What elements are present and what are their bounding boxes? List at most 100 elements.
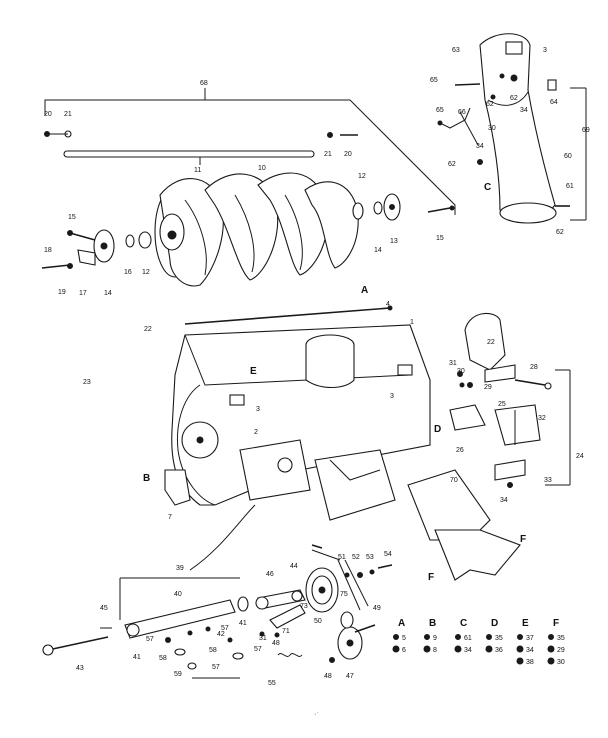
callout-63: 63	[452, 47, 460, 54]
callout-61: 61	[566, 183, 574, 190]
callout-15: 15	[68, 214, 76, 221]
hardware-key-letter: F	[553, 618, 559, 629]
hardware-key-part-label: 37	[526, 635, 534, 642]
auger-shaft	[63, 150, 315, 158]
callout-65: 65	[430, 77, 438, 84]
callout-22: 22	[487, 339, 495, 346]
hardware-key-part-mark	[547, 657, 555, 665]
letter-d: D	[434, 424, 441, 435]
callout-33: 33	[544, 477, 552, 484]
callout-34: 34	[476, 143, 484, 150]
discharge-chute	[437, 33, 587, 224]
callout-25: 25	[498, 401, 506, 408]
callout-17: 17	[79, 290, 87, 297]
callout-46: 46	[266, 571, 274, 578]
hardware-key-part-mark	[424, 634, 430, 640]
callout-21: 21	[324, 151, 332, 158]
letter-c: C	[484, 182, 491, 193]
callout-4: 4	[386, 301, 390, 308]
callout-62: 62	[510, 95, 518, 102]
auger-housing	[164, 305, 521, 581]
hardware-key-part-label: 34	[526, 647, 534, 654]
hardware-key-part-label: 29	[557, 647, 565, 654]
callout-20: 20	[344, 151, 352, 158]
hardware-key-letter: D	[491, 618, 498, 629]
callout-45: 45	[100, 605, 108, 612]
hardware-key-letter: C	[460, 618, 467, 629]
callout-57: 57	[221, 625, 229, 632]
callout-16: 16	[124, 269, 132, 276]
callout-65: 65	[436, 107, 444, 114]
auger-assembly	[41, 88, 456, 287]
callout-66: 66	[458, 109, 466, 116]
hardware-key-part-mark	[517, 634, 523, 640]
callout-49: 49	[373, 605, 381, 612]
callout-31: 31	[449, 360, 457, 367]
control-brackets	[449, 312, 571, 488]
hardware-key-part-mark	[393, 634, 399, 640]
callout-48: 48	[324, 673, 332, 680]
callout-58: 58	[159, 655, 167, 662]
callout-labels: 68 20 21 11 10 21 20 12 15 16 12 14 17 1…	[44, 47, 590, 687]
callout-7: 7	[168, 514, 172, 521]
callout-71: 71	[282, 628, 290, 635]
callout-73: 73	[300, 603, 308, 610]
callout-26: 26	[456, 447, 464, 454]
section-letters: A B C D E F F	[143, 182, 526, 583]
callout-41: 41	[133, 654, 141, 661]
hardware-key-letter: E	[522, 618, 529, 629]
callout-3: 3	[390, 393, 394, 400]
hardware-key-part-mark	[516, 645, 524, 653]
callout-12: 12	[358, 173, 366, 180]
hardware-key-part-mark	[486, 634, 492, 640]
callout-20: 20	[44, 111, 52, 118]
letter-a: A	[361, 285, 368, 296]
callout-28: 28	[530, 364, 538, 371]
callout-19: 19	[58, 289, 66, 296]
hardware-key-part-mark	[547, 645, 555, 653]
callout-43: 43	[76, 665, 84, 672]
callout-53: 53	[366, 554, 374, 561]
callout-18: 18	[44, 247, 52, 254]
callout-22: 22	[144, 326, 152, 333]
callout-3: 3	[256, 406, 260, 413]
letter-f: F	[520, 534, 526, 545]
callout-41: 41	[239, 620, 247, 627]
callout-2: 2	[254, 429, 258, 436]
callout-29: 29	[484, 384, 492, 391]
callout-15: 15	[436, 235, 444, 242]
hardware-key-part-mark	[423, 645, 431, 653]
callout-52: 52	[352, 554, 360, 561]
hardware-key-part-mark	[548, 634, 554, 640]
hardware-key-part-label: 6	[402, 647, 406, 654]
callout-23: 23	[83, 379, 91, 386]
callout-64: 64	[550, 99, 558, 106]
hardware-key-part-label: 38	[526, 659, 534, 666]
hardware-key-part-mark	[392, 645, 400, 653]
callout-3: 3	[543, 47, 547, 54]
callout-57: 57	[254, 646, 262, 653]
hardware-key-part-mark	[485, 645, 493, 653]
hardware-key-letter: A	[398, 618, 405, 629]
callout-1: 1	[410, 319, 414, 326]
callout-62: 62	[448, 161, 456, 168]
footer-mark: ·ˑ	[314, 711, 318, 718]
letter-b: B	[143, 473, 150, 484]
callout-13: 13	[390, 238, 398, 245]
callout-32: 32	[538, 415, 546, 422]
hardware-key-part-label: 35	[557, 635, 565, 642]
callout-34: 34	[520, 107, 528, 114]
hardware-key-part-mark	[516, 657, 524, 665]
hardware-key-part-label: 30	[557, 659, 565, 666]
callout-11: 11	[194, 167, 201, 174]
letter-e: E	[250, 366, 257, 377]
hardware-key-part-mark	[454, 645, 462, 653]
callout-48: 48	[272, 640, 280, 647]
callout-70: 70	[450, 477, 458, 484]
callout-59: 59	[174, 671, 182, 678]
callout-40: 40	[174, 591, 182, 598]
callout-62: 62	[556, 229, 564, 236]
